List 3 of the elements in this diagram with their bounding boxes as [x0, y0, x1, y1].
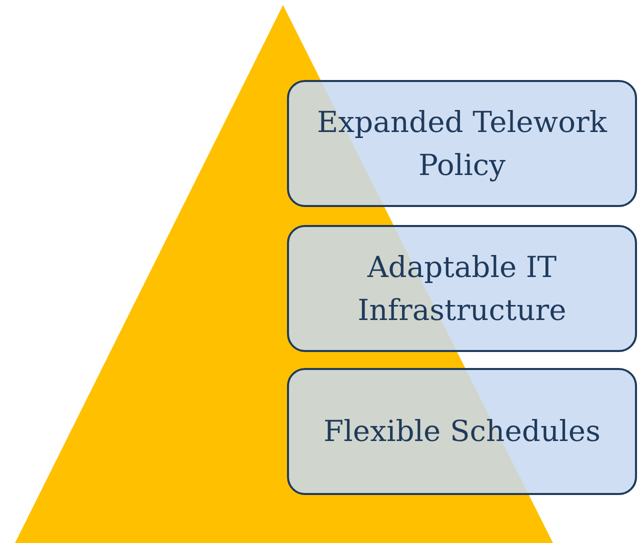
rounded-label-box: Expanded Telework Policy — [287, 80, 637, 207]
rounded-label-box: Flexible Schedules — [287, 368, 637, 495]
rounded-label-box: Adaptable IT Infrastructure — [287, 225, 637, 352]
